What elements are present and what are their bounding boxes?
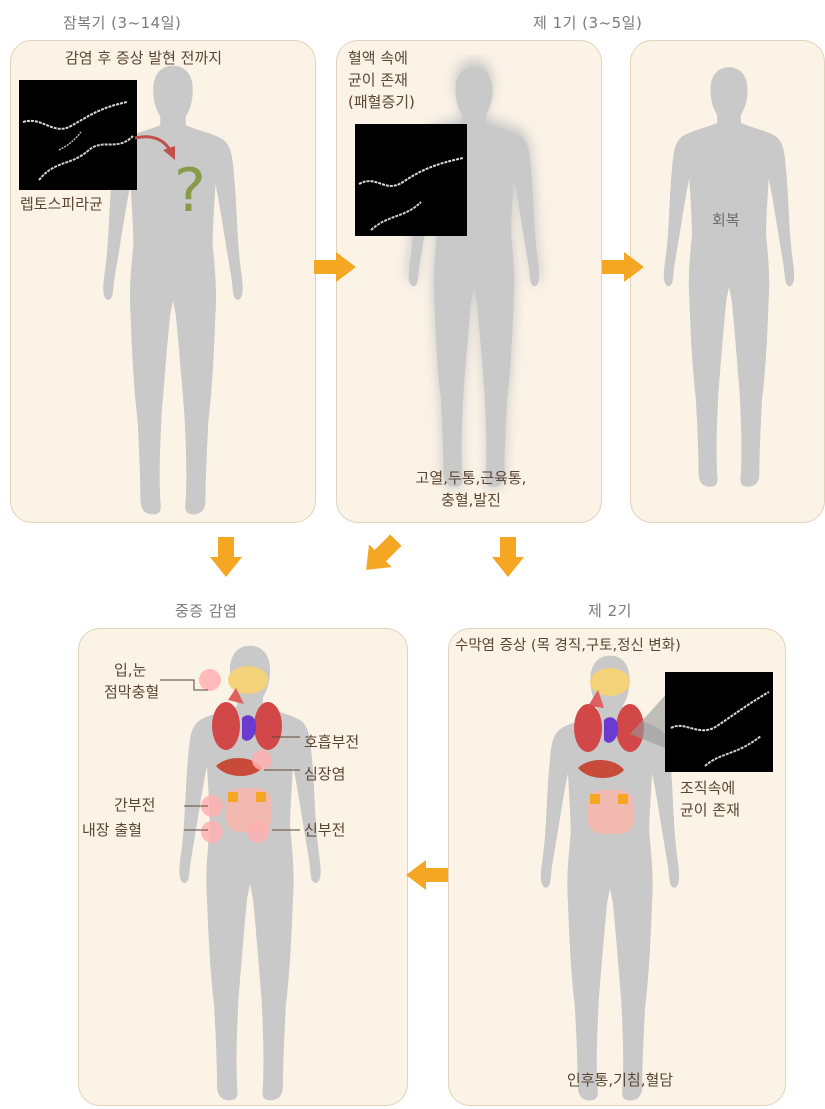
blood-micrograph-icon (355, 124, 467, 236)
liver-label: 간부전 (114, 795, 155, 816)
incubation-subtitle: 감염 후 증상 발현 전까지 (65, 48, 222, 69)
blood-line-1: 혈액 속에 (348, 48, 408, 69)
question-mark: ? (174, 158, 206, 224)
recovery-body-figure (640, 62, 818, 492)
mouth-eye-line-1: 입,눈 (114, 660, 146, 681)
down-arrow-icon (208, 535, 244, 579)
down-left-arrow-icon (358, 532, 404, 578)
second-symptoms: 인후통,기침,혈담 (500, 1070, 740, 1091)
organs-label: 내장 출혈 (82, 820, 142, 841)
respiratory-label: 호흡부전 (304, 732, 359, 753)
tissue-line-1: 조직속에 (680, 778, 735, 799)
tissue-micrograph-icon (665, 672, 773, 772)
mouth-eye-line-2: 점막충혈 (104, 682, 159, 703)
second-stage-heading: 제 2기 (588, 600, 632, 621)
bacteria-label: 렙토스피라균 (20, 194, 103, 215)
kidney-label: 신부전 (304, 820, 345, 841)
leader-lines (160, 640, 300, 860)
heart-label: 심장염 (304, 764, 345, 785)
blood-line-2: 균이 존재 (348, 70, 408, 91)
bacteria-micrograph-icon (19, 80, 137, 190)
second-subtitle: 수막염 증상 (목 경직,구토,정신 변화) (455, 636, 681, 657)
tissue-callout-shadow (630, 690, 670, 750)
severe-heading: 중증 감염 (175, 600, 237, 621)
left-arrow-icon (404, 858, 450, 892)
blood-line-3: (패혈증기) (348, 92, 415, 113)
tissue-line-2: 균이 존재 (680, 800, 740, 821)
incubation-heading: 잠복기 (3~14일) (63, 12, 181, 33)
recovery-label: 회복 (712, 210, 740, 231)
down-arrow-icon (490, 535, 526, 579)
first-stage-heading: 제 1기 (3~5일) (533, 12, 642, 33)
first-symptoms-line-1: 고열,두통,근육통, (376, 468, 566, 489)
right-arrow-icon (312, 250, 358, 284)
right-arrow-icon (600, 250, 646, 284)
first-symptoms-line-2: 충혈,발진 (376, 490, 566, 511)
